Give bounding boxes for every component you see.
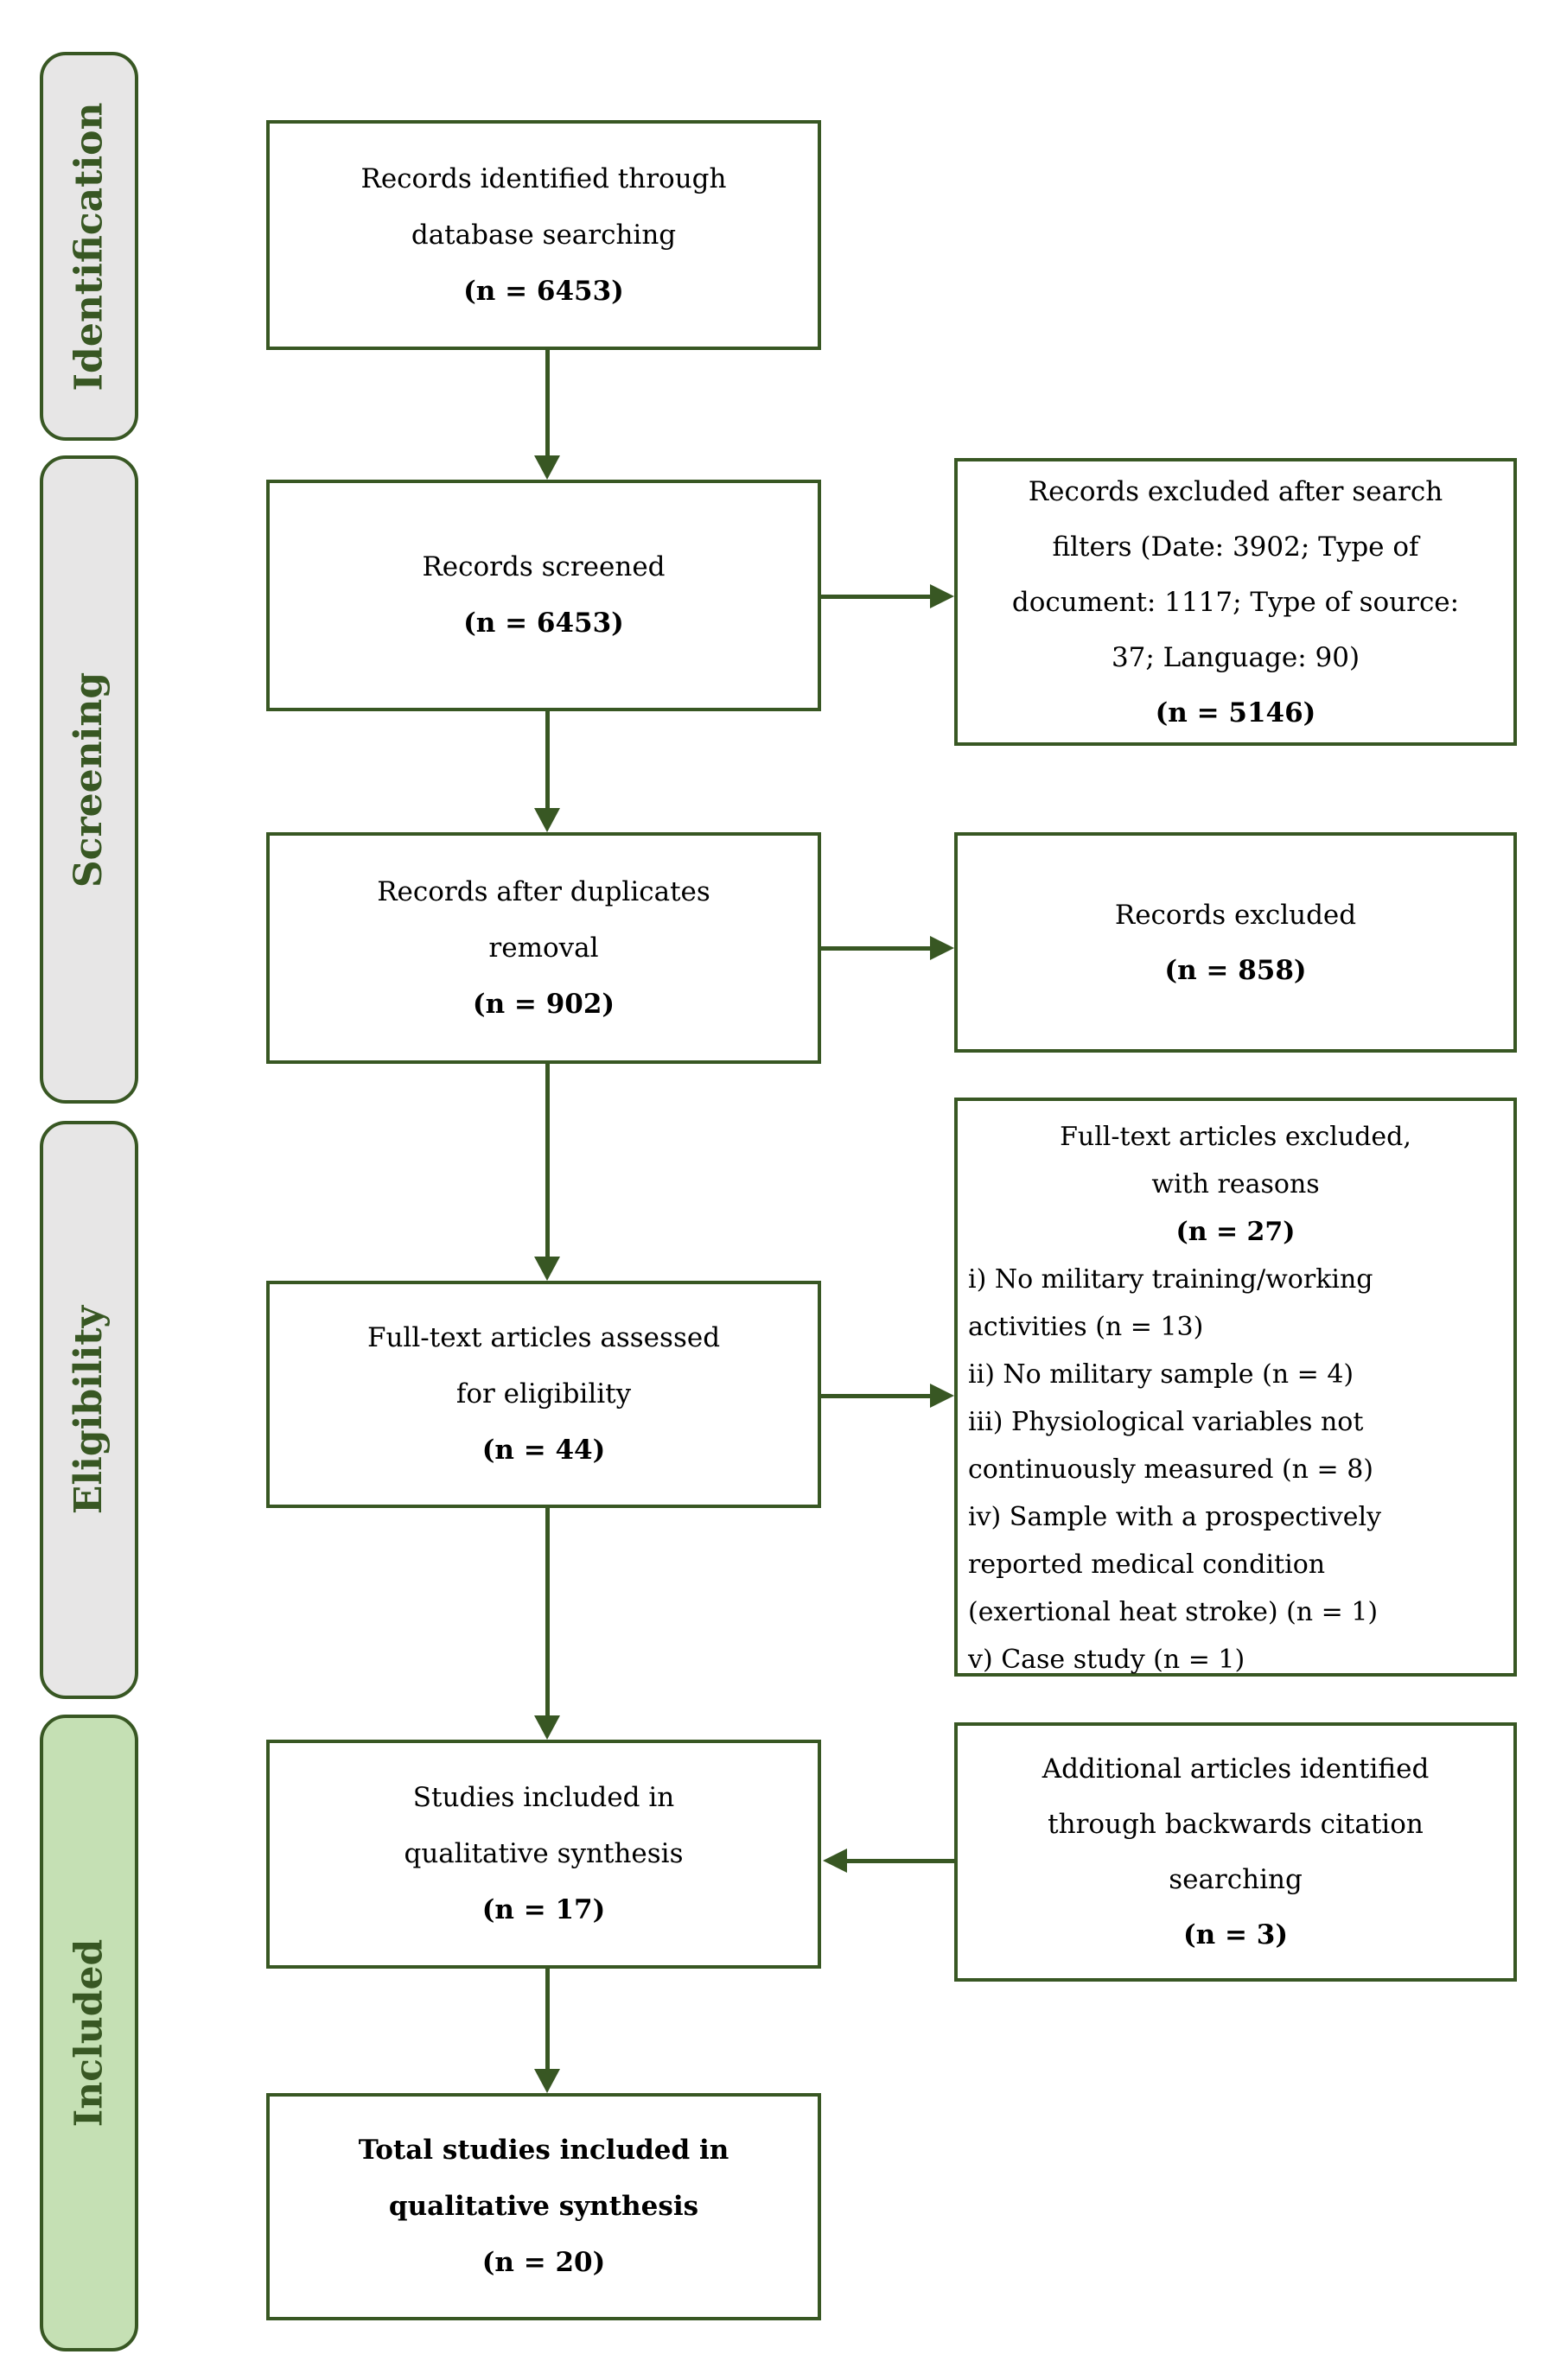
arrow-down-icon [534, 1715, 560, 1740]
box-text-line: through backwards citation [1048, 1809, 1424, 1840]
record-count: (n = 902) [472, 988, 615, 1020]
reason-line: (exertional heat stroke) (n = 1) [968, 1597, 1379, 1627]
box-fulltext-assessed: Full-text articles assessed for eligibil… [266, 1281, 821, 1508]
record-count: (n = 27) [1175, 1217, 1296, 1247]
arrow-right-icon [930, 584, 954, 608]
arrow-line [821, 595, 930, 599]
record-count: (n = 17) [481, 1894, 606, 1925]
reason-line: continuously measured (n = 8) [968, 1454, 1373, 1485]
reason-line: i) No military training/working [968, 1264, 1373, 1295]
record-count: (n = 6453) [463, 608, 624, 639]
box-text-line: searching [1169, 1864, 1303, 1895]
record-count: (n = 5146) [1155, 697, 1316, 729]
record-count: (n = 858) [1164, 954, 1307, 986]
box-text-line: Full-text articles excluded, [1060, 1122, 1411, 1152]
box-text-line: Full-text articles assessed [366, 1322, 721, 1353]
box-text-line: Records after duplicates [377, 875, 710, 907]
arrow-line [545, 1969, 550, 2071]
box-text-line: Additional articles identified [1042, 1753, 1430, 1785]
record-count: (n = 6453) [463, 275, 624, 307]
record-count: (n = 3) [1182, 1919, 1288, 1950]
exclusion-reason: iv) Sample with a prospectively reported… [958, 1493, 1513, 1636]
box-text-line: qualitative synthesis [404, 1838, 684, 1869]
record-count: (n = 20) [481, 2247, 606, 2278]
arrow-right-icon [930, 936, 954, 960]
exclusion-reason: iii) Physiological variables not continu… [958, 1398, 1513, 1493]
exclusion-reason: v) Case study (n = 1) [958, 1636, 1513, 1683]
box-text-line: filters (Date: 3902; Type of [1052, 531, 1419, 563]
stage-screening: Screening [40, 455, 138, 1104]
box-text-line: Records excluded [1114, 899, 1357, 931]
box-text-line: removal [488, 932, 599, 964]
arrow-down-icon [534, 808, 560, 832]
box-total-studies-included: Total studies included in qualitative sy… [266, 2093, 821, 2320]
box-text-line: qualitative synthesis [388, 2191, 699, 2222]
stage-identification: Identification [40, 52, 138, 441]
box-text-line: for eligibility [455, 1378, 632, 1410]
box-text-line: Total studies included in [358, 2135, 729, 2166]
box-studies-included: Studies included in qualitative synthesi… [266, 1740, 821, 1969]
box-records-screened: Records screened (n = 6453) [266, 480, 821, 711]
arrow-line [545, 1508, 550, 1717]
stage-eligibility-label: Eligibility [67, 1305, 111, 1515]
box-fulltext-excluded-reasons: Full-text articles excluded, with reason… [954, 1098, 1517, 1677]
stage-screening-label: Screening [67, 671, 111, 888]
box-records-excluded: Records excluded (n = 858) [954, 832, 1517, 1053]
stage-identification-label: Identification [67, 101, 111, 391]
reason-line: iv) Sample with a prospectively [968, 1502, 1382, 1532]
reason-line: reported medical condition [968, 1550, 1326, 1580]
arrow-line [847, 1859, 954, 1863]
record-count: (n = 44) [481, 1435, 606, 1466]
exclusion-reason: i) No military training/working activiti… [958, 1256, 1513, 1351]
box-text-line: Records identified through [360, 162, 727, 194]
box-text-line: Records excluded after search [1028, 475, 1443, 507]
box-records-after-duplicates: Records after duplicates removal (n = 90… [266, 832, 821, 1064]
box-text-line: document: 1117; Type of source: [1011, 586, 1460, 618]
stage-eligibility: Eligibility [40, 1121, 138, 1699]
box-text-line: Studies included in [412, 1782, 675, 1813]
stage-included: Included [40, 1715, 138, 2351]
arrow-left-icon [823, 1849, 847, 1873]
box-records-identified: Records identified through database sear… [266, 120, 821, 350]
arrow-line [545, 711, 550, 810]
arrow-down-icon [534, 1257, 560, 1281]
reason-line: activities (n = 13) [968, 1312, 1204, 1342]
arrow-down-icon [534, 455, 560, 480]
exclusion-reason: ii) No military sample (n = 4) [958, 1351, 1513, 1398]
arrow-line [545, 350, 550, 457]
box-text-line: 37; Language: 90) [1111, 641, 1360, 673]
stage-included-label: Included [67, 1938, 111, 2128]
reason-line: iii) Physiological variables not [968, 1407, 1364, 1437]
box-text-line: database searching [411, 219, 677, 251]
arrow-line [821, 1394, 930, 1398]
arrow-down-icon [534, 2069, 560, 2093]
reason-line: ii) No military sample (n = 4) [968, 1359, 1354, 1390]
reason-line: v) Case study (n = 1) [968, 1645, 1245, 1675]
arrow-right-icon [930, 1384, 954, 1408]
box-records-excluded-filters: Records excluded after search filters (D… [954, 458, 1517, 746]
arrow-line [545, 1064, 550, 1258]
arrow-line [821, 946, 930, 951]
box-additional-articles: Additional articles identified through b… [954, 1722, 1517, 1982]
box-text-line: Records screened [422, 551, 666, 582]
box-text-line: with reasons [1151, 1169, 1320, 1200]
